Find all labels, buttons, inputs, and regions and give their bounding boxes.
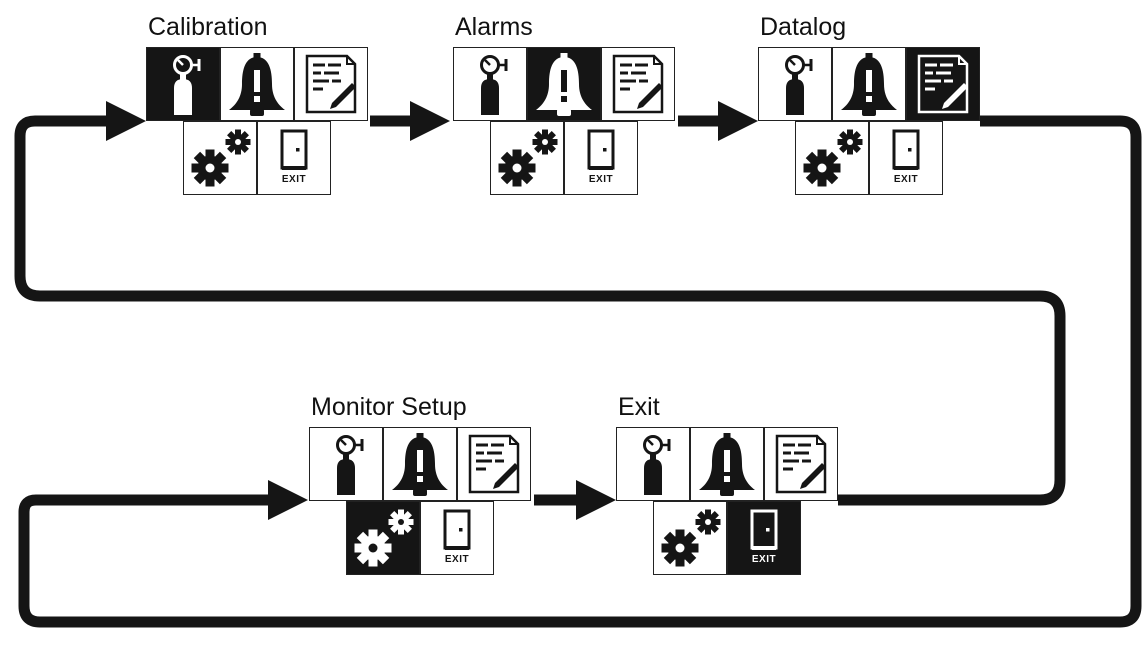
exit-door-icon [587,129,615,170]
alarms-tile[interactable] [383,427,457,501]
exit-label: EXIT [588,174,614,185]
exit-door-icon [892,129,920,170]
exit-tile[interactable]: EXIT [869,121,943,195]
datalog-notepad-icon [612,54,664,114]
datalog-notepad-icon [775,434,827,494]
menu-title: Calibration [148,13,268,41]
calibration-tile[interactable] [616,427,690,501]
datalog-tile[interactable] [906,47,980,121]
exit-door-icon [280,129,308,170]
menu-title: Alarms [455,13,533,41]
datalog-tile[interactable] [457,427,531,501]
arrowhead-to-monitor-setup [268,480,308,520]
exit-tile[interactable]: EXIT [257,121,331,195]
gears-icon [354,509,414,567]
menu-title: Exit [618,393,660,421]
exit-tile[interactable]: EXIT [727,501,801,575]
alarm-bell-icon [536,53,592,116]
exit-label: EXIT [751,554,777,565]
alarms-tile[interactable] [832,47,906,121]
arrowhead-to-calibration [106,101,146,141]
exit-label: EXIT [893,174,919,185]
arrowhead-to-alarms [410,101,450,141]
alarms-tile[interactable] [220,47,294,121]
exit-label: EXIT [444,554,470,565]
gears-icon [803,129,863,187]
alarm-bell-icon [841,53,897,116]
exit-door-icon [750,509,778,550]
gas-cylinder-gauge-icon [643,435,671,495]
connector-datalog-to-monitor-setup [18,115,1142,628]
menu-screen-alarms: Alarms EXIT [453,13,675,195]
gas-cylinder-gauge-icon [173,55,201,115]
gas-cylinder-gauge-icon [480,55,508,115]
menu-screen-calibration: Calibration EXIT [146,13,368,195]
gears-icon [661,509,721,567]
gears-icon [498,129,558,187]
calibration-tile[interactable] [309,427,383,501]
menu-screen-datalog: Datalog EXIT [758,13,980,195]
monitor-setup-tile[interactable] [653,501,727,575]
calibration-tile[interactable] [146,47,220,121]
monitor-setup-tile[interactable] [490,121,564,195]
menu-screen-exit: Exit EXIT [616,393,838,575]
alarms-tile[interactable] [527,47,601,121]
menu-screen-monitor-setup: Monitor Setup EXIT [309,393,531,575]
calibration-tile[interactable] [758,47,832,121]
alarms-tile[interactable] [690,427,764,501]
datalog-tile[interactable] [764,427,838,501]
datalog-notepad-icon [917,54,969,114]
alarm-bell-icon [392,433,448,496]
arrowhead-to-exit [576,480,616,520]
exit-tile[interactable]: EXIT [564,121,638,195]
menu-title: Monitor Setup [311,393,467,421]
monitor-setup-tile[interactable] [183,121,257,195]
exit-door-icon [443,509,471,550]
datalog-tile[interactable] [294,47,368,121]
gas-cylinder-gauge-icon [785,55,813,115]
menu-title: Datalog [760,13,847,41]
arrowhead-to-datalog [718,101,758,141]
exit-label: EXIT [281,174,307,185]
datalog-notepad-icon [468,434,520,494]
datalog-tile[interactable] [601,47,675,121]
monitor-setup-tile[interactable] [346,501,420,575]
gas-cylinder-gauge-icon [336,435,364,495]
exit-tile[interactable]: EXIT [420,501,494,575]
monitor-setup-tile[interactable] [795,121,869,195]
gears-icon [191,129,251,187]
connector-exit-return [14,115,1066,506]
calibration-tile[interactable] [453,47,527,121]
alarm-bell-icon [699,433,755,496]
datalog-notepad-icon [305,54,357,114]
alarm-bell-icon [229,53,285,116]
